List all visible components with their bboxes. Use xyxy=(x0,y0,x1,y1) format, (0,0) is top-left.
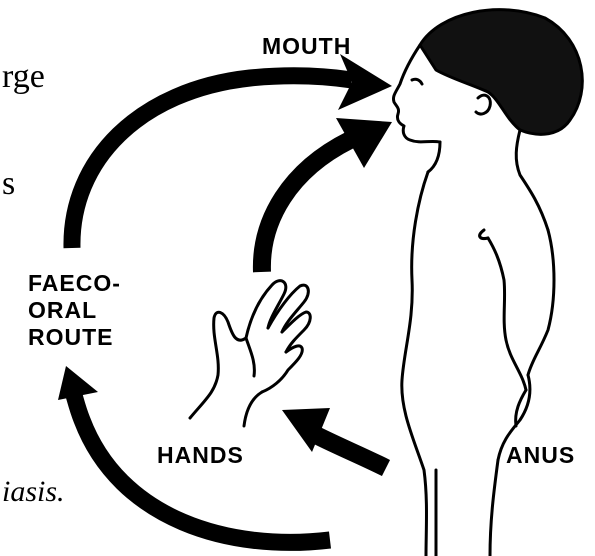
hand-illustration xyxy=(190,281,310,426)
child-illustration xyxy=(393,10,582,556)
arrow-hands-to-mouth xyxy=(262,118,392,272)
text-fragment-bottom-left: iasis. xyxy=(2,475,65,509)
label-mouth: MOUTH xyxy=(262,33,351,60)
label-hands: HANDS xyxy=(157,442,244,469)
label-route-line2: ORAL xyxy=(28,297,121,324)
label-route-line3: ROUTE xyxy=(28,324,121,351)
arrow-anus-to-hands xyxy=(282,408,386,468)
text-fragment-top-left-2: s xyxy=(2,165,15,203)
label-faeco-oral-route: FAECO- ORAL ROUTE xyxy=(28,270,121,351)
label-anus: ANUS xyxy=(506,442,575,469)
label-route-line1: FAECO- xyxy=(28,270,121,297)
text-fragment-top-left-1: rge xyxy=(2,58,45,96)
